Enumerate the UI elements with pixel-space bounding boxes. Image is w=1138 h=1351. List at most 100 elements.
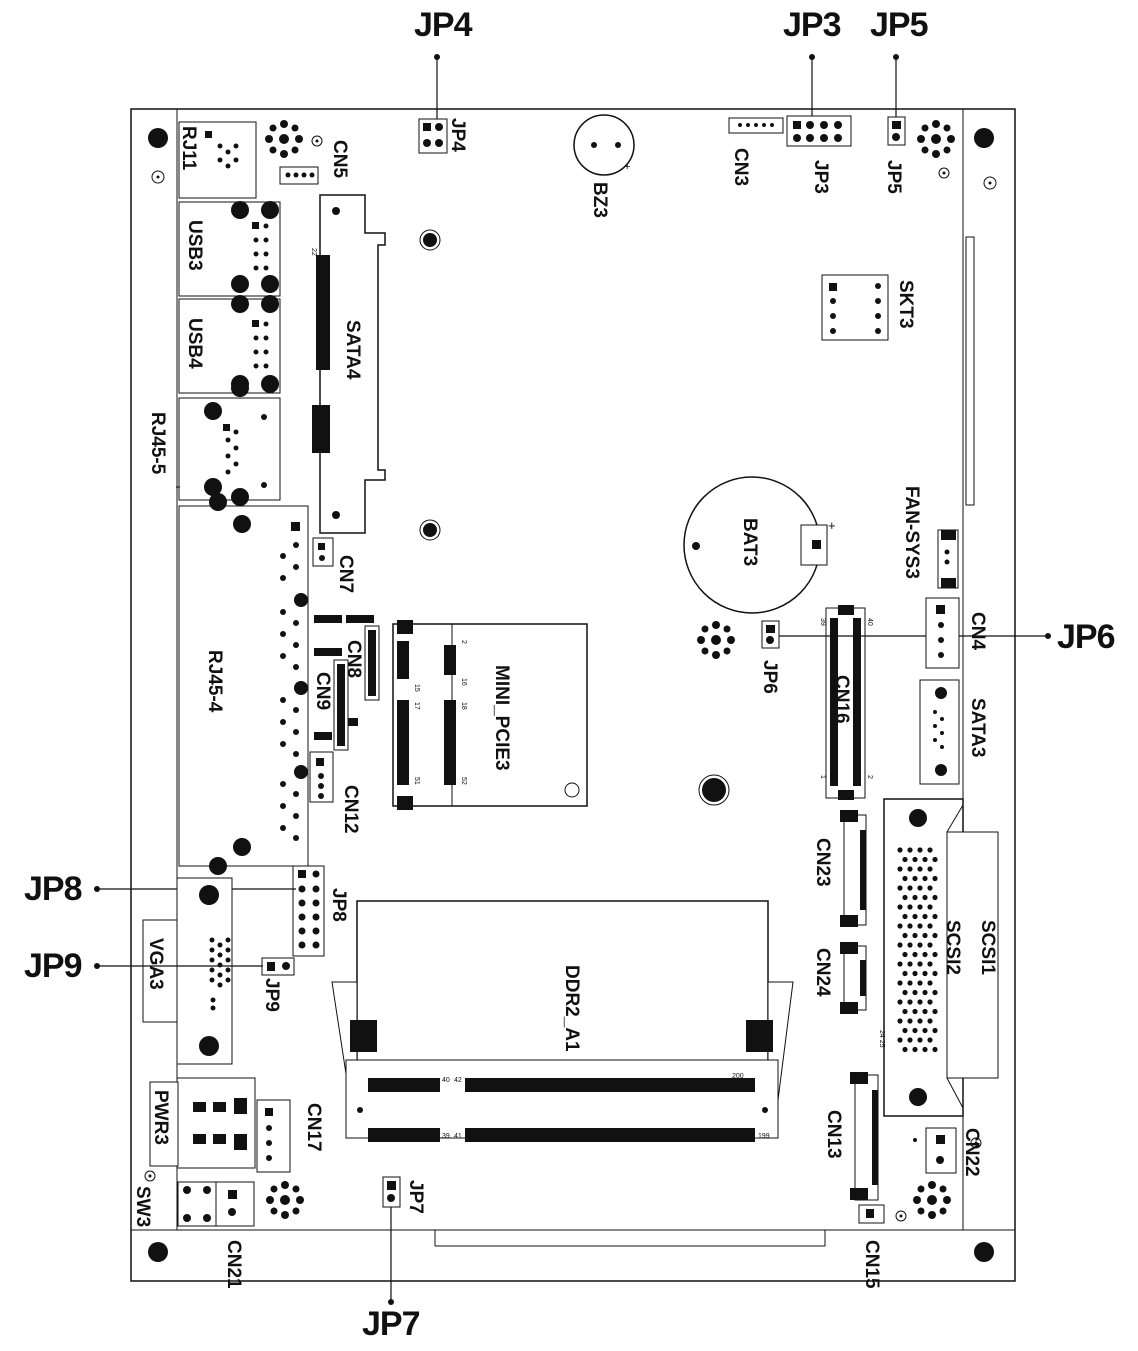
- rj11-label: RJ11: [178, 126, 199, 171]
- vent-hole: [697, 621, 735, 659]
- vent-hole: [265, 120, 303, 158]
- scsi-pin: [897, 1018, 903, 1024]
- sata4-connector[interactable]: [312, 194, 386, 534]
- cn5-connector[interactable]: [279, 166, 319, 185]
- scsi-pin: [922, 856, 928, 863]
- jp6-jumper[interactable]: [761, 620, 780, 649]
- cn22-label: CN22: [961, 1128, 982, 1177]
- cn15-label: CN15: [861, 1240, 882, 1289]
- mounting-hole: [974, 128, 994, 148]
- svg-text:200: 200: [732, 1073, 744, 1080]
- bat3-battery: [683, 476, 828, 614]
- cn7-connector[interactable]: [312, 537, 334, 567]
- fan-sys3-label: FAN-SYS3: [901, 486, 922, 579]
- board-outline: [130, 108, 1016, 1282]
- cn3-label: CN3: [730, 148, 751, 186]
- scsi-pin: [932, 875, 938, 882]
- usb3-connector[interactable]: [178, 201, 281, 297]
- jp8-jumper[interactable]: [292, 865, 325, 957]
- rj11-connector[interactable]: [178, 121, 257, 199]
- scsi-pin: [912, 1008, 918, 1015]
- cn24-label: CN24: [812, 948, 833, 997]
- rj45-5-connector[interactable]: [176, 379, 281, 506]
- jp7-callout-leader: [388, 1207, 394, 1305]
- cn21-label: CN21: [223, 1240, 244, 1289]
- scsi-pin: [907, 999, 913, 1005]
- scsi-pin: [897, 942, 903, 948]
- scsi-pin: [902, 951, 908, 958]
- scsi-pin: [932, 951, 938, 958]
- svg-text:22: 22: [310, 248, 317, 256]
- scsi-pin: [922, 1027, 928, 1034]
- cn8-connector[interactable]: [314, 615, 380, 701]
- ddr2-a1-slot[interactable]: [331, 900, 794, 1142]
- scsi-pin: [902, 875, 908, 882]
- sw3-switch[interactable]: [177, 1181, 217, 1227]
- pwr3-connector[interactable]: [149, 1077, 256, 1169]
- svg-text:42: 42: [454, 1077, 462, 1084]
- scsi-pin: [902, 989, 908, 996]
- cn9-connector[interactable]: [314, 648, 358, 751]
- cn17-connector[interactable]: [256, 1099, 291, 1173]
- scsi-pin: [932, 932, 938, 939]
- scsi-pin: [917, 1037, 923, 1043]
- jp4-jumper[interactable]: [418, 118, 448, 154]
- scsi1-label: SCSI1: [977, 920, 998, 975]
- svg-text:24 25: 24 25: [878, 1030, 885, 1048]
- svg-text:40: 40: [866, 618, 873, 626]
- cn16-label: CN16: [831, 675, 852, 724]
- svg-text:2: 2: [460, 640, 467, 644]
- sata3-connector[interactable]: [919, 679, 960, 785]
- scsi-pin: [927, 980, 933, 986]
- vga3-connector[interactable]: [142, 877, 233, 1065]
- jp9-jumper[interactable]: [261, 957, 295, 976]
- fan-sys3-connector[interactable]: [937, 529, 959, 589]
- cn15-connector[interactable]: [858, 1204, 885, 1224]
- jp9-callout-leader: [94, 963, 263, 969]
- scsi-pin: [917, 885, 923, 891]
- svg-text:39: 39: [819, 618, 826, 626]
- bz3-buzzer: [573, 114, 635, 176]
- scsi-pin: [897, 961, 903, 967]
- cn16-connector[interactable]: [825, 605, 866, 800]
- svg-text:41: 41: [454, 1133, 462, 1140]
- cn13-connector[interactable]: [850, 1072, 879, 1201]
- bat3-label: BAT3: [739, 518, 760, 566]
- cn24-connector[interactable]: [840, 942, 867, 1014]
- scsi-pin: [917, 999, 923, 1005]
- scsi-pin: [932, 1008, 938, 1015]
- jp3-callout-leader: [809, 54, 815, 116]
- scsi-pin: [897, 980, 903, 986]
- skt3-socket[interactable]: [821, 274, 889, 341]
- cn12-label: CN12: [340, 785, 361, 834]
- scsi-pin: [922, 894, 928, 901]
- scsi-pin: [897, 923, 903, 929]
- jp8-callout: JP8: [24, 870, 82, 908]
- jp3-jumper[interactable]: [786, 115, 852, 147]
- scsi-pin: [917, 980, 923, 986]
- jp5-jumper[interactable]: [887, 116, 906, 146]
- scsi-pin: [902, 894, 908, 901]
- mounting-hole: [148, 1242, 168, 1262]
- scsi-pin: [912, 951, 918, 958]
- cn22-connector[interactable]: [913, 1127, 957, 1174]
- scsi-pin: [902, 932, 908, 939]
- cn21-connector[interactable]: [215, 1181, 255, 1227]
- cn12-connector[interactable]: [309, 751, 334, 803]
- cn17-label: CN17: [303, 1103, 324, 1152]
- jp7-jumper[interactable]: [382, 1176, 401, 1208]
- cn23-connector[interactable]: [840, 810, 867, 927]
- cn4-connector[interactable]: [925, 597, 960, 669]
- scsi2-connector[interactable]: [883, 798, 999, 1117]
- scsi-pin: [927, 961, 933, 967]
- mini-pcie3-slot[interactable]: [392, 620, 588, 810]
- svg-text:+: +: [828, 518, 836, 533]
- svg-text:51: 51: [413, 777, 420, 785]
- scsi-pin: [922, 913, 928, 920]
- cn3-connector[interactable]: [728, 117, 784, 134]
- jp5-callout: JP5: [870, 6, 928, 44]
- scsi-pin: [902, 856, 908, 863]
- rj45-4-connector[interactable]: [178, 493, 309, 875]
- svg-text:17: 17: [413, 702, 420, 710]
- svg-text:+: +: [624, 161, 630, 173]
